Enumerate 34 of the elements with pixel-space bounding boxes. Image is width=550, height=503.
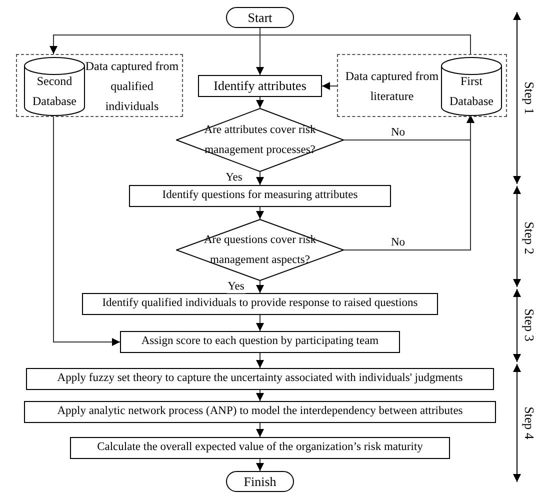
process-box: Identify attributes — [198, 75, 322, 97]
process-box: Calculate the overall expected value of the organization’s risk maturity — [70, 437, 450, 459]
arrow — [256, 172, 264, 186]
arrow — [256, 458, 264, 472]
arrow — [256, 96, 264, 108]
dashed-group-box — [337, 54, 507, 117]
process-box: Apply analytic network process (ANP) to model the interdependency between attributes — [24, 401, 496, 423]
arrow — [322, 82, 338, 90]
decision-diamond: Are attributes cover risk management processes? — [176, 108, 344, 172]
arrow — [256, 206, 264, 220]
arrow — [256, 352, 264, 368]
terminal: Finish — [226, 471, 294, 492]
dashed-group-box — [16, 54, 183, 117]
process-box: Identify qualified individuals to provide response to raised questions — [82, 293, 438, 315]
edge-label: Yes — [224, 172, 244, 184]
decision-diamond: Are questions cover risk management aspects? — [176, 219, 344, 281]
arrow — [256, 280, 264, 294]
arrow — [256, 390, 264, 402]
arrow — [256, 314, 264, 332]
arrow — [53, 116, 120, 346]
database-cylinder: First Database — [441, 57, 502, 116]
edge-label: No — [390, 237, 406, 249]
terminal: Start — [226, 7, 294, 28]
arrow — [256, 28, 264, 76]
edge-label: Yes — [226, 281, 246, 293]
process-box: Assign score to each question by participating team — [120, 331, 400, 353]
arrow — [344, 114, 474, 250]
arrow — [256, 422, 264, 438]
edge-label: No — [390, 127, 406, 139]
arrow — [50, 34, 471, 54]
database-cylinder: Second Database — [24, 57, 85, 116]
process-box: Identify questions for measuring attributes — [129, 185, 391, 207]
process-box: Apply fuzzy set theory to capture the uncertainty associated with individuals' judgments — [26, 368, 494, 390]
group-caption: Data captured from literature — [344, 68, 440, 104]
